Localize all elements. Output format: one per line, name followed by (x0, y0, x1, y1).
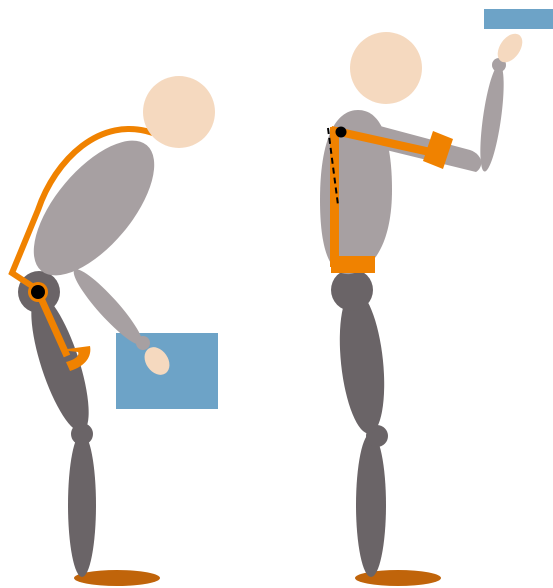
lower-leg-left (68, 433, 96, 577)
shoulder-pivot (336, 127, 347, 138)
exoskeleton-belt (331, 256, 375, 273)
lower-leg-right (356, 433, 386, 577)
hip-right (331, 269, 373, 311)
head-right (350, 32, 422, 104)
head-left (143, 76, 215, 148)
box-right (484, 9, 553, 29)
forearm-right (476, 63, 509, 172)
standing-figure (320, 9, 553, 586)
arm-left (67, 263, 149, 351)
hip-pivot (31, 285, 45, 299)
thigh-right (334, 288, 391, 436)
bending-figure (12, 76, 218, 586)
wrist-left (136, 336, 150, 350)
